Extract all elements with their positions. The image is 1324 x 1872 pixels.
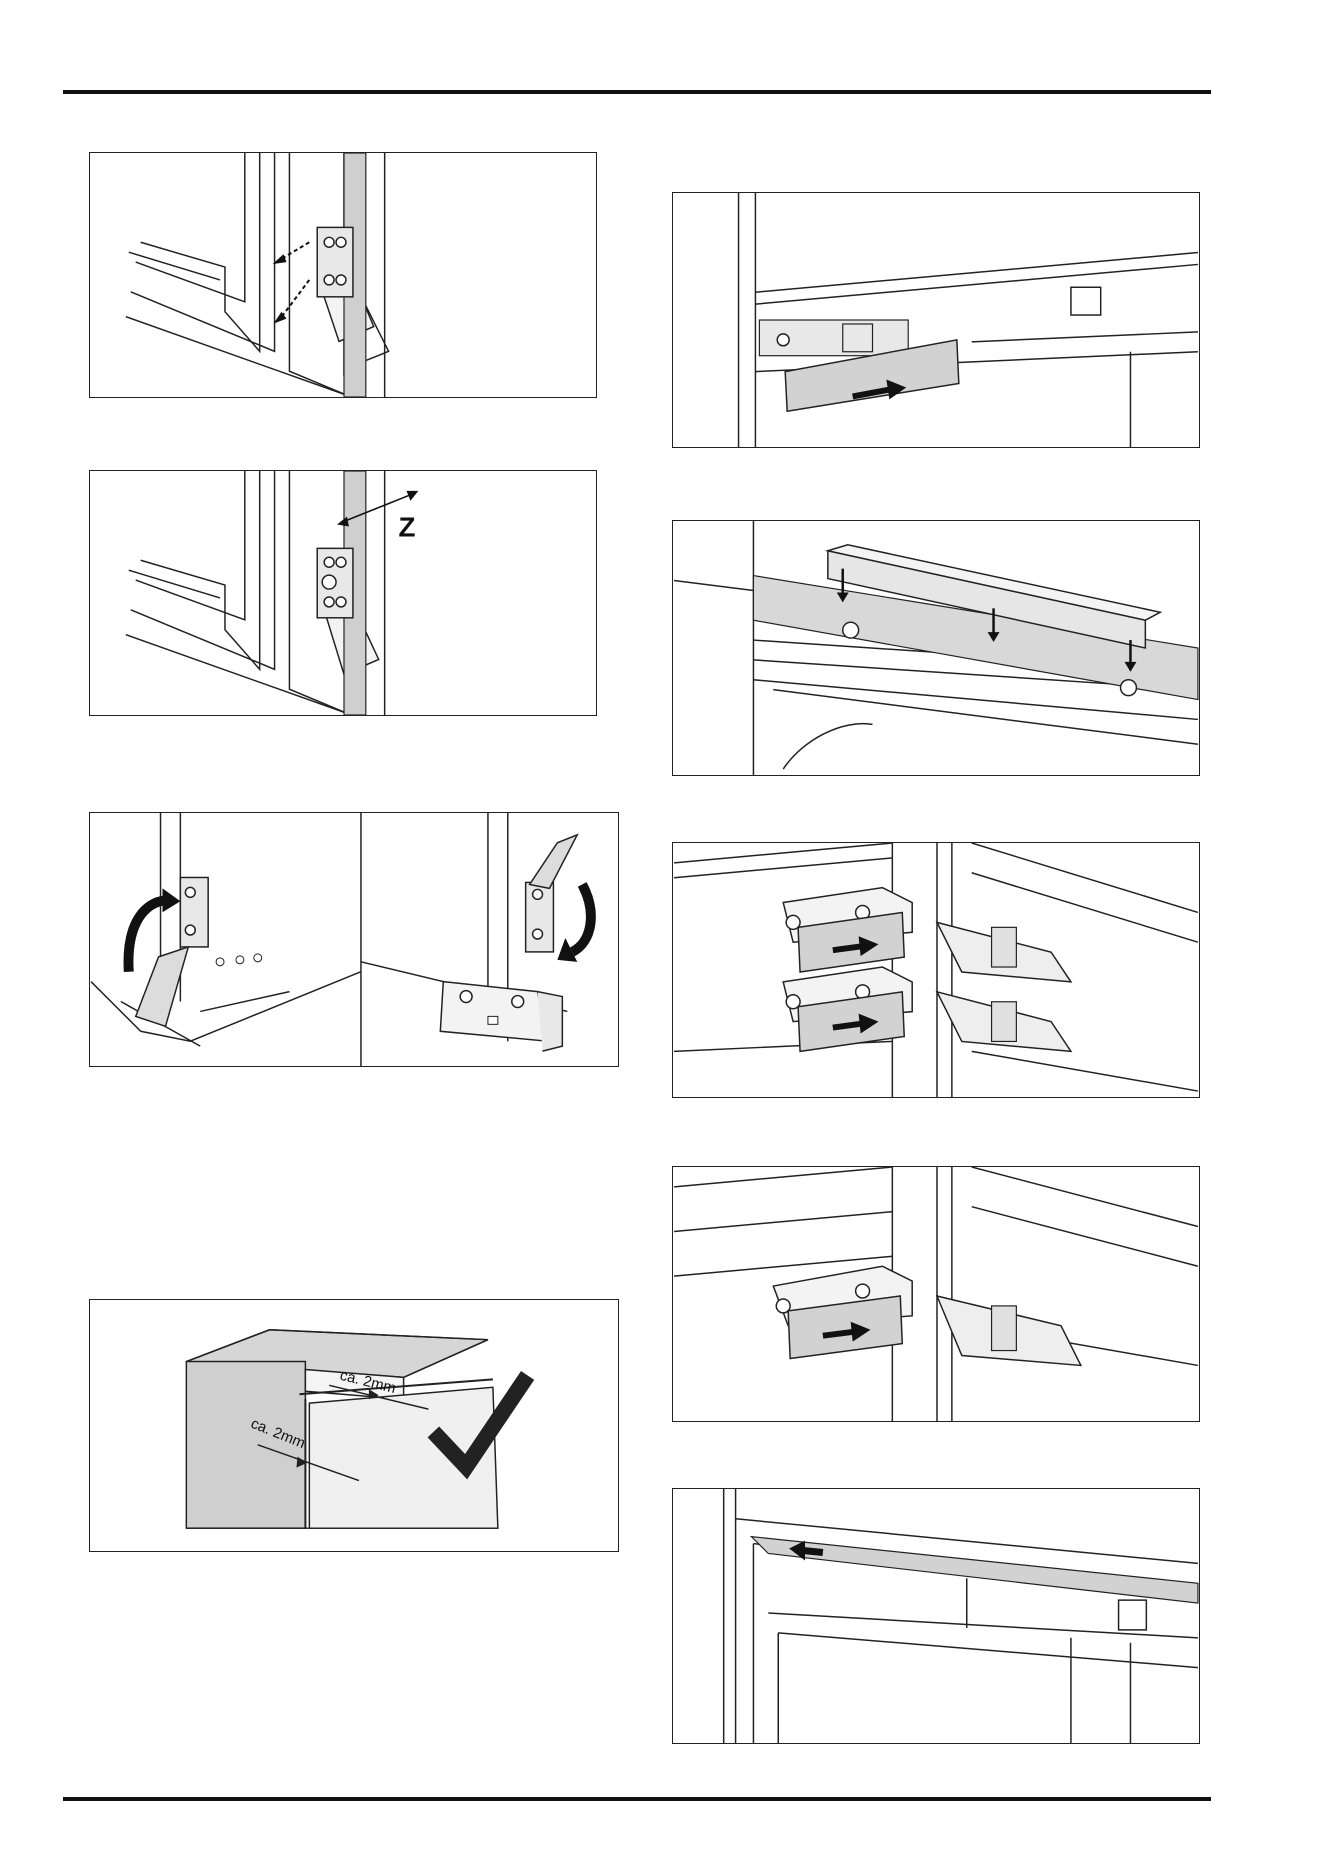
top-trim-illustration [673, 1489, 1199, 1743]
top-cover-slide-illustration [673, 193, 1199, 447]
hinge-cover-removal-illustration [90, 153, 596, 397]
figure-hinge-cover-rotate [89, 812, 619, 1067]
bottom-rule [63, 1797, 1211, 1801]
hinge-adjust-illustration: Z [90, 471, 596, 715]
lower-hinge [783, 967, 1071, 1051]
door-gap-illustration: ca. 2mm ca. 2mm [90, 1300, 618, 1551]
upper-hinge [783, 888, 1071, 982]
top-cover-press-illustration [673, 521, 1199, 775]
figure-top-cover-slide-in [672, 192, 1200, 448]
z-axis-label: Z [399, 511, 416, 542]
single-hinge-illustration [673, 1167, 1199, 1421]
figure-top-cover-press-down [672, 520, 1200, 776]
figure-hinge-adjust-z: Z [89, 470, 597, 716]
figure-double-hinge-covers [672, 842, 1200, 1098]
top-rule [63, 90, 1211, 94]
figure-single-hinge-cover [672, 1166, 1200, 1422]
hinge-rotate-illustration [90, 813, 618, 1066]
double-hinge-illustration [673, 843, 1199, 1097]
figure-hinge-cover-removal [89, 152, 597, 398]
figure-door-gap-check: ca. 2mm ca. 2mm [89, 1299, 619, 1552]
figure-top-trim-slide [672, 1488, 1200, 1744]
